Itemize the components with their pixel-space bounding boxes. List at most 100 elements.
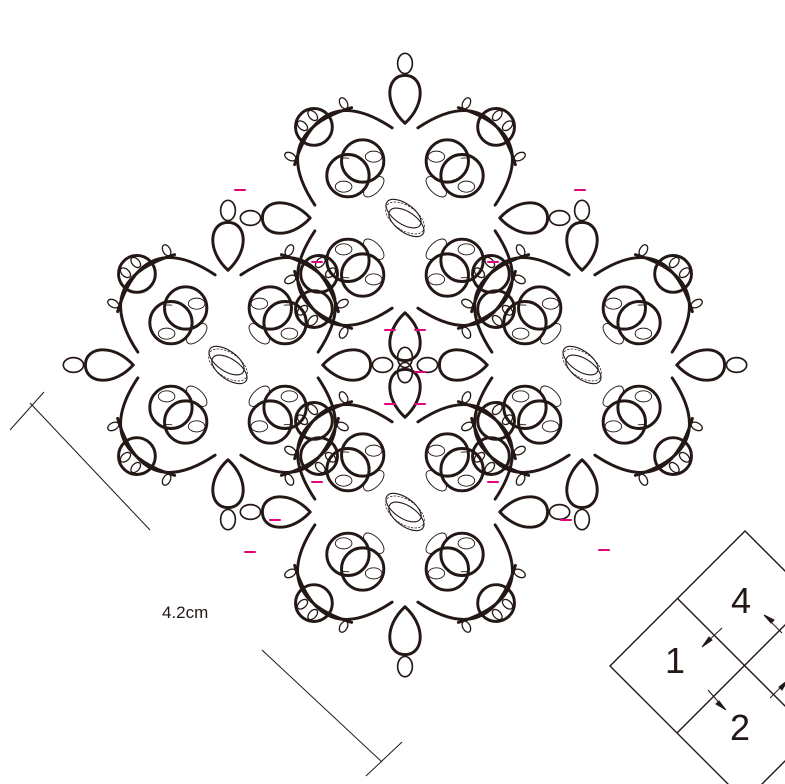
ring-picot <box>188 298 205 309</box>
ring-picot <box>335 475 352 486</box>
layout-key-label-1: 1 <box>665 640 685 681</box>
center-ring <box>384 202 429 242</box>
inner-picot <box>360 173 387 200</box>
inner-picot <box>360 530 387 557</box>
tip-ring <box>262 203 310 233</box>
tip-ring <box>213 222 243 270</box>
inner-picot <box>423 467 450 494</box>
ring-picot <box>635 328 652 339</box>
tip-ring <box>390 313 420 361</box>
ring-picot <box>512 391 529 402</box>
tip-picot <box>240 505 260 520</box>
ring-picot <box>365 568 382 579</box>
ring-picot <box>158 328 175 339</box>
ring-picot <box>542 298 559 309</box>
ring-picot <box>605 298 622 309</box>
inner-picot <box>423 236 450 263</box>
tip-ring <box>85 350 133 380</box>
ring-picot <box>365 445 382 456</box>
inner-picot <box>246 320 273 347</box>
tip-ring <box>567 460 597 508</box>
ring-picot <box>365 151 382 162</box>
tip-ring <box>439 350 487 380</box>
center-ring <box>561 349 606 389</box>
center-ring <box>381 488 426 528</box>
tip-picot <box>398 347 413 367</box>
dimension-tick-top <box>10 392 44 430</box>
ring-picot <box>335 181 352 192</box>
arrow-2-head <box>716 701 726 710</box>
center-ring <box>384 496 429 536</box>
center-ring <box>558 341 603 381</box>
tip-picot <box>221 200 236 220</box>
tip-picot <box>221 509 236 529</box>
tip-picot <box>575 200 590 220</box>
inner-picot <box>360 236 387 263</box>
ring-picot <box>335 244 352 255</box>
inner-picot <box>537 320 564 347</box>
tip-ring <box>390 369 420 417</box>
ring-picot <box>458 475 475 486</box>
center-ring <box>381 194 426 234</box>
inner-picot <box>246 383 273 410</box>
inner-picot <box>183 383 210 410</box>
ring-picot <box>251 421 268 432</box>
tip-picot <box>726 358 746 373</box>
tip-ring <box>567 222 597 270</box>
inner-picot <box>423 530 450 557</box>
layout-key-label-2: 2 <box>730 707 750 748</box>
tip-picot <box>372 358 392 373</box>
ring-picot <box>542 421 559 432</box>
inner-picot <box>423 173 450 200</box>
ring-picot <box>281 391 298 402</box>
tip-picot <box>549 211 569 226</box>
arrow-1-head <box>702 637 712 647</box>
layout-key <box>610 531 785 784</box>
tip-ring <box>500 497 548 527</box>
inner-picot <box>183 320 210 347</box>
ring-picot <box>281 328 298 339</box>
inner-picot <box>360 467 387 494</box>
tip-ring <box>500 203 548 233</box>
ring-picot <box>251 298 268 309</box>
ring-picot <box>458 181 475 192</box>
ring-picot <box>458 538 475 549</box>
ring-picot <box>158 391 175 402</box>
dimension-tick-bottom <box>366 742 402 776</box>
inner-picot <box>600 320 627 347</box>
tip-picot <box>575 509 590 529</box>
lace-motifs <box>63 53 746 676</box>
motif-3 <box>417 200 746 529</box>
tip-ring <box>262 497 310 527</box>
tip-picot <box>549 505 569 520</box>
motif-1 <box>240 53 569 382</box>
arrow-4-head <box>779 680 785 690</box>
tip-picot <box>398 53 413 73</box>
ring-picot <box>428 274 445 285</box>
ring-picot <box>458 244 475 255</box>
inner-picot <box>600 383 627 410</box>
ring-picot <box>188 421 205 432</box>
ring-picot <box>512 328 529 339</box>
ring-picot <box>365 274 382 285</box>
center-ring <box>204 341 249 381</box>
tip-ring <box>390 75 420 123</box>
inner-picot <box>537 383 564 410</box>
ring-picot <box>428 568 445 579</box>
center-ring <box>207 349 252 389</box>
tip-ring <box>323 350 371 380</box>
tip-ring <box>677 350 725 380</box>
ring-picot <box>635 391 652 402</box>
ring-picot <box>335 538 352 549</box>
ring-picot <box>428 151 445 162</box>
dimension-label: 4.2cm <box>162 603 208 622</box>
tip-picot <box>240 211 260 226</box>
ring-picot <box>428 445 445 456</box>
tip-picot <box>417 358 437 373</box>
tip-ring <box>390 607 420 655</box>
arrow-3-head <box>764 615 774 623</box>
tip-picot <box>398 656 413 676</box>
tip-ring <box>213 460 243 508</box>
